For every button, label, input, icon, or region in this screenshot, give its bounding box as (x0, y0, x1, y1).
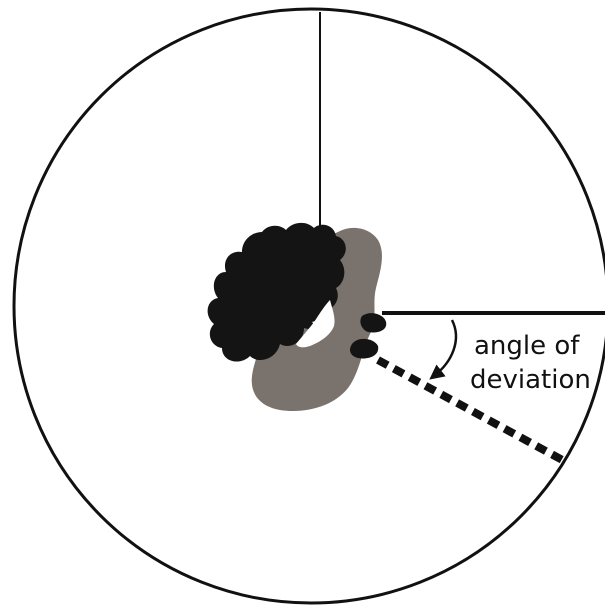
annotation-line-1: angle of (474, 331, 580, 361)
animal-paw-lower (350, 339, 378, 359)
animal-paw-upper (360, 313, 386, 332)
animal-top-view-icon (208, 223, 387, 411)
curved-arrow-icon (434, 320, 456, 376)
annotation-line-2: deviation (470, 365, 591, 395)
